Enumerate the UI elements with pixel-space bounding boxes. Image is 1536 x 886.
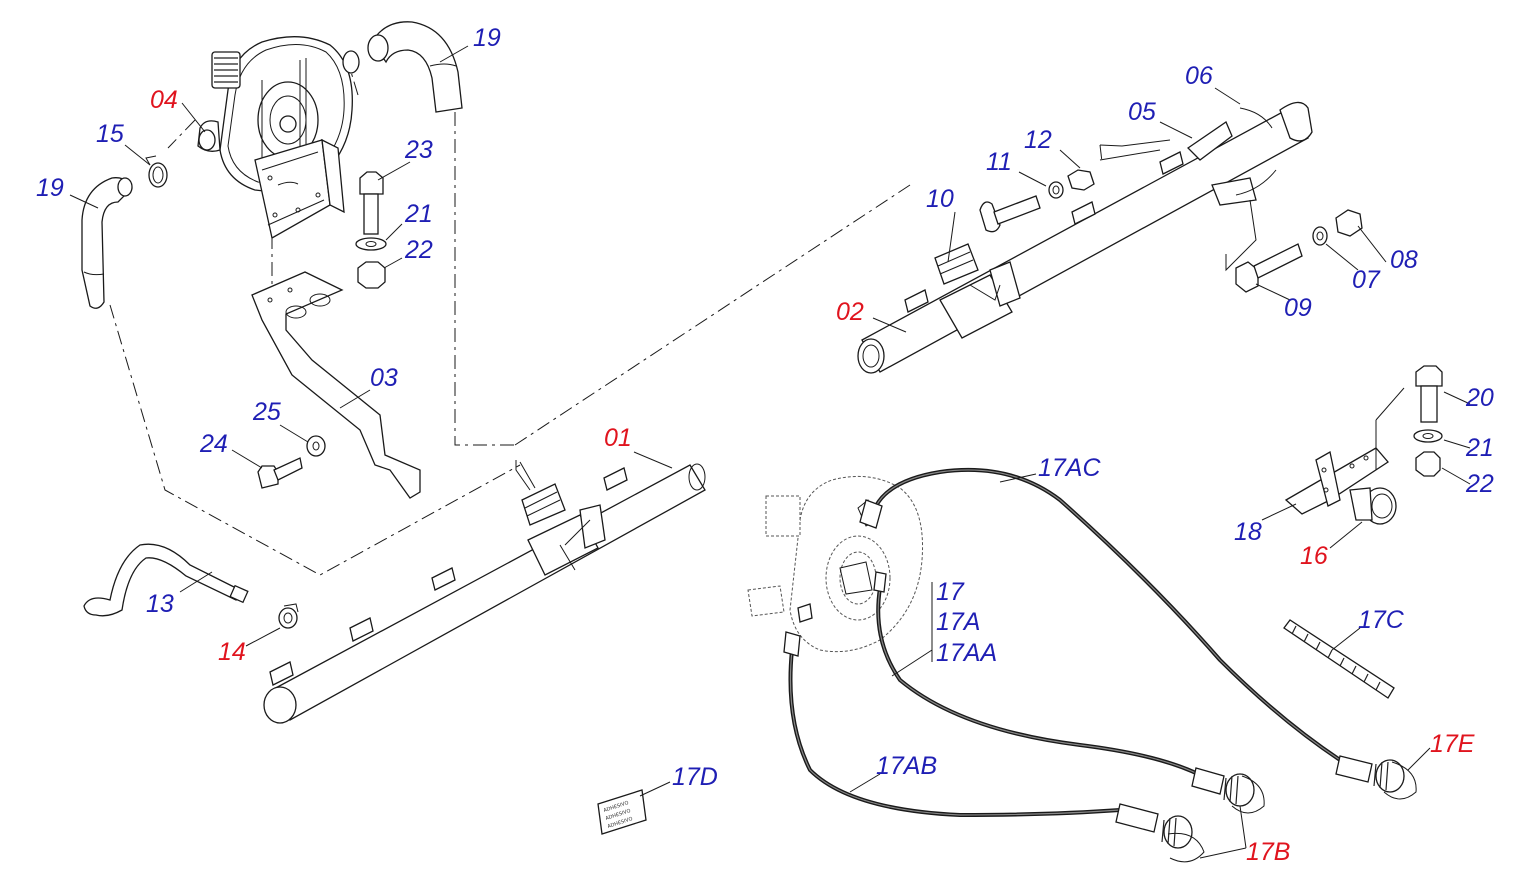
label-05: 05 bbox=[1128, 98, 1156, 126]
label-15: 15 bbox=[96, 120, 124, 148]
bolt-24-spacer-25 bbox=[257, 435, 326, 489]
label-11: 11 bbox=[986, 148, 1012, 176]
label-23: 23 bbox=[404, 136, 433, 164]
label-16: 16 bbox=[1300, 542, 1328, 570]
coupler-17b-upper bbox=[1191, 767, 1265, 814]
label-09: 09 bbox=[1284, 294, 1312, 322]
label-17d: 17D bbox=[672, 763, 718, 791]
hose-17ac bbox=[874, 468, 1342, 762]
label-14: 14 bbox=[218, 638, 246, 666]
label-12: 12 bbox=[1024, 126, 1052, 154]
coupler-17e bbox=[1335, 755, 1417, 800]
label-13: 13 bbox=[146, 590, 174, 618]
label-25: 25 bbox=[252, 398, 281, 426]
tube-02 bbox=[857, 101, 1313, 374]
bracket-03 bbox=[251, 271, 421, 499]
sensor-16 bbox=[1349, 487, 1397, 525]
bracket-18 bbox=[1284, 447, 1389, 515]
label-19-left: 19 bbox=[36, 174, 64, 202]
label-17ac: 17AC bbox=[1038, 454, 1101, 482]
clamp-14 bbox=[278, 603, 299, 629]
blower-phantom bbox=[747, 475, 923, 653]
label-21-right: 21 bbox=[1465, 434, 1494, 462]
label-02: 02 bbox=[836, 298, 864, 326]
hose-clamp-15 bbox=[145, 155, 168, 188]
tube-01 bbox=[263, 463, 706, 724]
label-04: 04 bbox=[150, 86, 178, 114]
bolt-09-set bbox=[1235, 209, 1363, 293]
hose-19-left bbox=[81, 177, 133, 309]
hose-19-top bbox=[342, 21, 463, 113]
label-17b: 17B bbox=[1246, 838, 1290, 866]
label-17: 17 bbox=[936, 578, 965, 606]
label-03: 03 bbox=[370, 364, 398, 392]
label-01: 01 bbox=[604, 424, 632, 452]
label-18: 18 bbox=[1234, 518, 1262, 546]
decal-17d: ADHESIVO ADHESIVO ADHESIVO bbox=[597, 789, 647, 835]
label-07: 07 bbox=[1352, 266, 1381, 294]
hose-fittings bbox=[783, 499, 887, 657]
label-17ab: 17AB bbox=[876, 752, 937, 780]
motor-bracket bbox=[254, 138, 345, 240]
label-22-right: 22 bbox=[1465, 470, 1494, 498]
label-20: 20 bbox=[1465, 384, 1494, 412]
label-10: 10 bbox=[926, 185, 954, 213]
hose-17ab bbox=[788, 648, 1122, 818]
bolt-10-set bbox=[979, 169, 1095, 233]
label-06: 06 bbox=[1185, 62, 1213, 90]
label-24: 24 bbox=[199, 430, 228, 458]
label-17c: 17C bbox=[1358, 606, 1405, 634]
label-19-top: 19 bbox=[473, 24, 501, 52]
bolt-20-set bbox=[1413, 365, 1443, 477]
label-17aa: 17AA bbox=[936, 639, 997, 667]
sleeve-17c bbox=[1283, 619, 1395, 699]
label-08: 08 bbox=[1390, 246, 1418, 274]
label-21-left: 21 bbox=[404, 200, 433, 228]
bolt-23-set bbox=[355, 171, 387, 289]
part-labels: 19 19 04 15 23 21 22 03 25 24 01 13 14 0… bbox=[36, 24, 1494, 866]
label-17a: 17A bbox=[936, 608, 980, 636]
hose-17aa bbox=[876, 586, 1202, 777]
assembly-centerlines bbox=[109, 61, 1103, 576]
leader-lines bbox=[69, 45, 1471, 859]
hose-13 bbox=[83, 543, 249, 617]
coupler-17b-lower bbox=[1115, 803, 1205, 863]
label-22-left: 22 bbox=[404, 236, 433, 264]
label-17e: 17E bbox=[1430, 730, 1475, 758]
